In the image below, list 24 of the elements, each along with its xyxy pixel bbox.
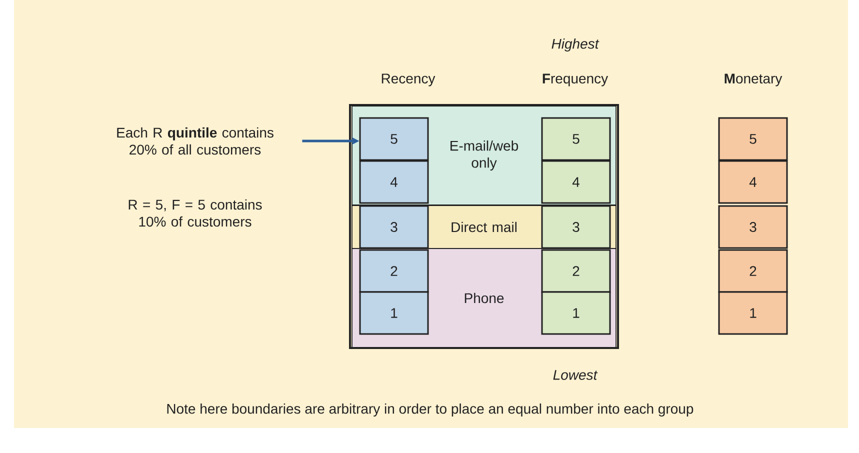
quintile-cell: 5	[359, 117, 429, 161]
quintile-cell: 3	[359, 205, 429, 249]
quintile-cell: 2	[541, 249, 611, 293]
quintile-cell: 1	[359, 291, 429, 335]
column-heading: Frequency	[542, 74, 608, 86]
quintile-cell: 4	[718, 160, 788, 204]
quintile-cell: 2	[718, 249, 788, 293]
note-text: R = 5, F = 5 contains 10% of customers	[128, 199, 262, 227]
axis-label: Highest	[552, 38, 600, 52]
quintile-cell: 3	[718, 205, 788, 249]
quintile-cell: 2	[359, 249, 429, 293]
axis-label: Lowest	[553, 370, 598, 380]
quintile-cell: 5	[541, 117, 611, 161]
quintile-cell: 4	[541, 160, 611, 204]
quintile-cell: 1	[541, 291, 611, 335]
quintile-cell: 1	[718, 291, 788, 335]
annotation-text: Each R quintile contains 20% of all customers	[117, 127, 274, 155]
quintile-cell: 5	[718, 117, 788, 161]
column-heading: Monetary	[724, 74, 782, 86]
quintile-cell: 3	[541, 205, 611, 249]
note-text: Note here boundaries are arbitrary in order to place an equal number into each group	[167, 403, 694, 417]
segment-frame	[349, 104, 619, 349]
quintile-cell: 4	[359, 160, 429, 204]
column-heading: Recency	[382, 74, 436, 86]
